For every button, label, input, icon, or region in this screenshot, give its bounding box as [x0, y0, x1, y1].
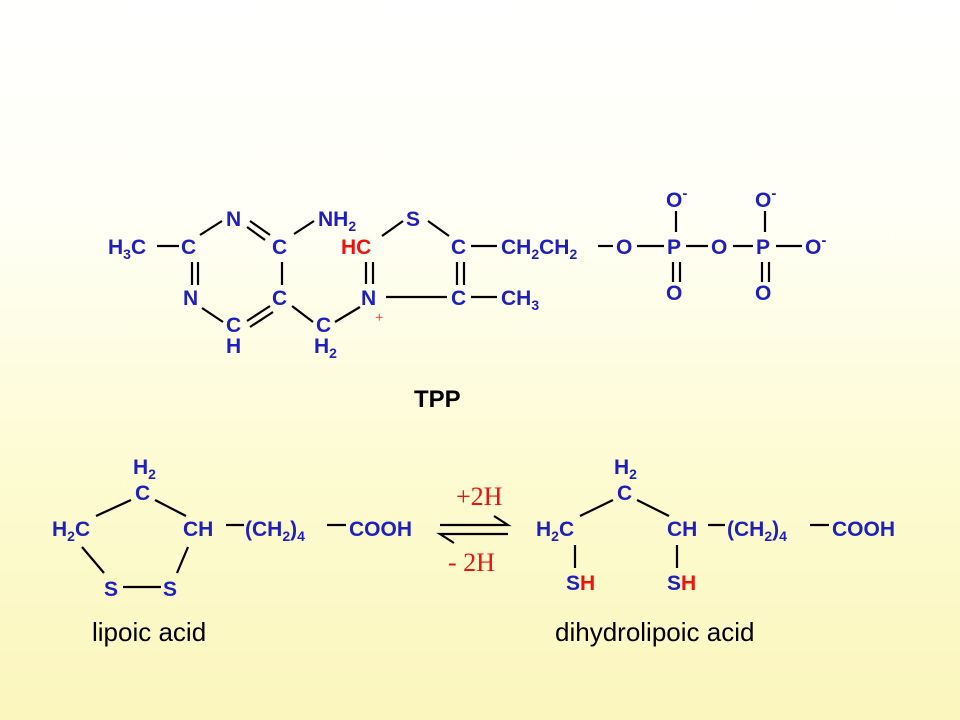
reverse-label: - 2H [448, 548, 495, 577]
tpp-o-label: O [711, 236, 727, 259]
tpp-o-minus-label: O- [805, 232, 826, 259]
dihydro-h2-label: H2 [614, 456, 637, 482]
reverse-arrow [436, 532, 508, 544]
tpp-o-minus-label: O- [755, 185, 776, 212]
dihydro-c-label: C [617, 482, 632, 505]
lipoic-acid-structure: H2 C H2C CH (CH2)4 COOH S S lipoic acid [52, 456, 412, 647]
tpp-c-label: C [316, 314, 331, 337]
tpp-bonds [157, 211, 802, 328]
lipoic-h2-label: H2 [133, 456, 156, 482]
tpp-hc-red-label: HC [341, 236, 371, 259]
tpp-structure: H3C C N C NH2 N C C H C H2 S HC N + C C … [108, 185, 826, 413]
tpp-o-minus-label: O- [666, 185, 687, 212]
tpp-o-label: O [616, 236, 632, 259]
lipoic-s-label: S [104, 578, 118, 601]
dihydro-chain-label: (CH2)4 [727, 518, 787, 544]
tpp-c-label: C [181, 236, 196, 259]
tpp-title: TPP [414, 386, 461, 413]
lipoic-acid-label: lipoic acid [92, 617, 206, 647]
dihydro-bonds [573, 499, 829, 568]
tpp-plus-charge: + [375, 310, 383, 326]
tpp-c-label: C [451, 236, 466, 259]
dihydro-sh-label: SH [566, 572, 595, 595]
lipoic-cooh-label: COOH [349, 518, 412, 541]
tpp-h3c-label: H3C [108, 236, 146, 262]
tpp-nh2-label: NH2 [318, 208, 356, 234]
tpp-s-label: S [406, 208, 420, 231]
forward-arrow [440, 515, 512, 527]
tpp-n-plus-label: N [361, 287, 376, 310]
tpp-c-label: C [451, 287, 466, 310]
tpp-h-label: H [226, 335, 241, 358]
tpp-n-label: N [183, 287, 198, 310]
dihydro-h2c-label: H2C [536, 518, 574, 544]
lipoic-chain-label: (CH2)4 [245, 518, 305, 544]
tpp-p-label: P [667, 236, 681, 259]
tpp-n-label: N [226, 208, 241, 231]
dihydro-sh-label: SH [667, 572, 696, 595]
tpp-h2-label: H2 [314, 335, 337, 361]
dihydro-ch-label: CH [667, 518, 697, 541]
tpp-o-label: O [666, 282, 682, 305]
lipoic-c-label: C [135, 482, 150, 505]
tpp-ch2ch2-label: CH2CH2 [501, 236, 577, 262]
tpp-o-label: O [755, 282, 771, 305]
lipoic-s-label: S [163, 578, 177, 601]
dihydrolipoic-acid-structure: H2 C H2C CH (CH2)4 COOH SH SH dihydrolip… [536, 456, 895, 647]
dihydro-cooh-label: COOH [832, 518, 895, 541]
tpp-ch3-label: CH3 [501, 287, 539, 313]
tpp-c-label: C [272, 236, 287, 259]
lipoic-h2c-label: H2C [52, 518, 90, 544]
reaction-arrows: +2H - 2H [436, 482, 512, 577]
tpp-p-label: P [756, 236, 770, 259]
tpp-c-label: C [226, 314, 241, 337]
lipoic-bonds [81, 498, 346, 589]
forward-label: +2H [456, 482, 503, 511]
dihydrolipoic-acid-label: dihydrolipoic acid [555, 617, 754, 647]
tpp-c-label: C [272, 287, 287, 310]
lipoic-ch-label: CH [183, 518, 213, 541]
